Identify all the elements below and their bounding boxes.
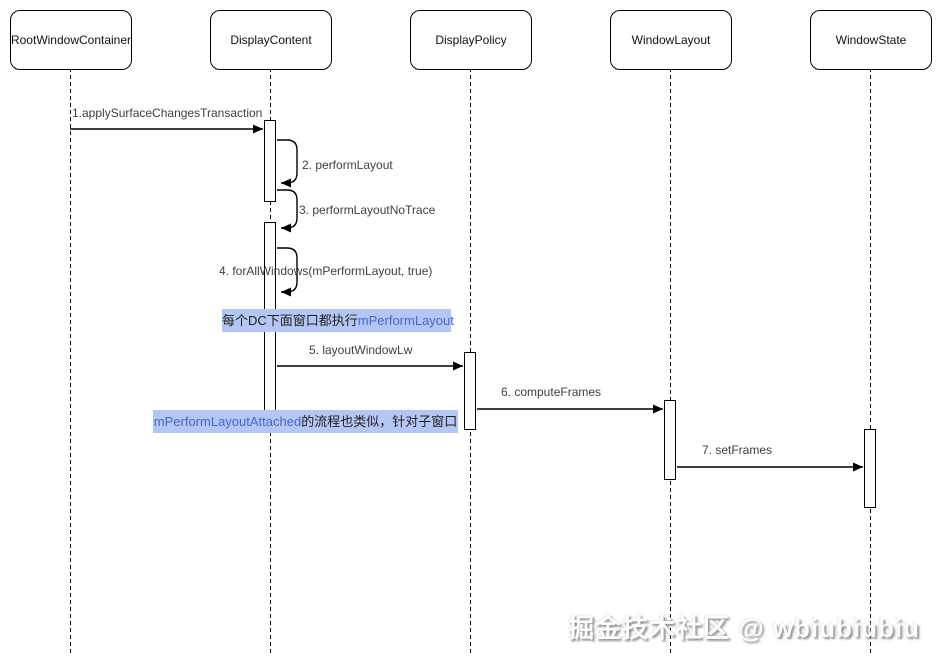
message-label-6: 6. computeFrames (501, 385, 602, 399)
message-label-7: 7. setFrames (702, 443, 773, 457)
actor-windowlayout: WindowLayout (610, 10, 732, 70)
message-label-2: 2. performLayout (302, 158, 393, 172)
actor-label: RootWindowContainer (10, 33, 132, 47)
activation-windowstate (864, 429, 876, 508)
note-text-accent: mPerformLayoutAttached (153, 414, 302, 429)
activation-displaypolicy (464, 352, 476, 430)
actor-windowstate: WindowState (810, 10, 932, 70)
message-label-3: 3. performLayoutNoTrace (299, 203, 436, 217)
actor-displaycontent: DisplayContent (210, 10, 332, 70)
actor-label: DisplayPolicy (435, 33, 507, 47)
self-call-arrow-4 (277, 247, 298, 297)
self-call-arrow-3 (277, 189, 298, 233)
message-label-5: 5. layoutWindowLw (309, 343, 413, 357)
actor-label: WindowState (835, 33, 907, 47)
actor-rootwindowcontainer: RootWindowContainer (10, 10, 132, 70)
actor-label: DisplayContent (230, 33, 312, 47)
note-text: 每个DC下面窗口都执行 (222, 313, 358, 328)
note-mperformlayout: 每个DC下面窗口都执行mPerformLayout (222, 309, 454, 332)
message-label-4: 4. forAllWindows(mPerformLayout, true) (219, 264, 433, 278)
activation-displaycontent-1 (264, 120, 276, 202)
activation-windowlayout (664, 400, 676, 480)
note-mperformlayoutattached: mPerformLayoutAttached的流程也类似，针对子窗口 (153, 410, 458, 433)
message-label-1: 1.applySurfaceChangesTransaction (72, 106, 263, 120)
self-call-arrow-2 (277, 139, 298, 188)
actor-label: WindowLayout (631, 33, 711, 47)
note-text-accent: mPerformLayout (357, 313, 454, 328)
actor-displaypolicy: DisplayPolicy (410, 10, 532, 70)
note-text: 的流程也类似，针对子窗口 (301, 414, 458, 429)
watermark: 掘金技术社区 @ wbiubiubiu (568, 613, 920, 643)
